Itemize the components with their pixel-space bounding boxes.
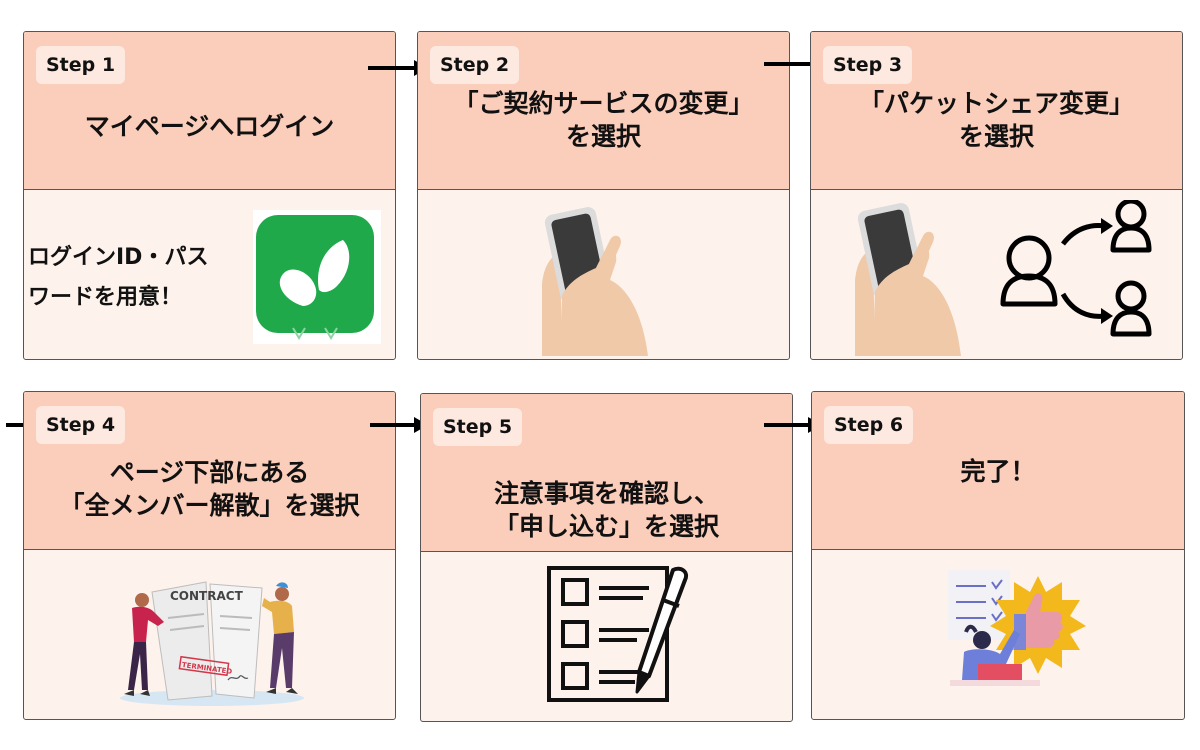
hand-phone-icon [542,207,648,356]
step-6-card: Step 6 完了！ [811,391,1185,720]
step-2-card: Step 2 「ご契約サービスの変更」 を選択 [417,31,790,360]
step-4-title: ページ下部にある 「全メンバー解散」を選択 [24,456,395,522]
step-6-header: Step 6 完了！ [812,392,1184,550]
step-1-note: ログインID・パス ワードを用意！ [28,238,208,318]
step-2-title-line-1: 「ご契約サービスの変更」 [453,89,754,118]
step-6-badge: Step 6 [824,406,914,444]
step-1-header: Step 1 マイページへログイン [24,32,395,190]
step-1-badge: Step 1 [36,46,126,84]
thumbs-up-success-icon [948,570,1086,686]
step-1-title-line-1: マイページへログイン [84,112,335,141]
step-2-badge: Step 2 [430,46,520,84]
step-5-badge: Step 5 [433,408,523,446]
step-1-note-line-2: ワードを用意！ [28,285,183,310]
step-3-title-line-1: 「パケットシェア変更」 [858,89,1134,118]
step-2-title: 「ご契約サービスの変更」 を選択 [418,87,789,153]
step-5-card: Step 5 注意事項を確認し、 「申し込む」を選択 [420,393,793,722]
step-3-title-line-2: を選択 [958,122,1034,151]
step-1-card: Step 1 マイページへログイン ログインID・パス ワードを用意！ [23,31,396,360]
step-5-title-line-1: 注意事項を確認し、 [493,479,719,508]
step-5-title-line-2: 「申し込む」を選択 [493,512,719,541]
contract-header-text: CONTRACT [170,589,244,603]
step-4-card: Step 4 ページ下部にある 「全メンバー解散」を選択 CONTRACT TE… [23,391,396,720]
hand-phone-share-icon [855,200,1152,356]
step-3-card: Step 3 「パケットシェア変更」 を選択 [810,31,1183,360]
step-6-title: 完了！ [812,455,1184,488]
step-1-note-line-1: ログインID・パス [28,245,209,270]
step-6-title-line-1: 完了！ [960,457,1036,486]
step-3-header: Step 3 「パケットシェア変更」 を選択 [811,32,1182,190]
step-2-title-line-2: を選択 [565,122,641,151]
step-4-header: Step 4 ページ下部にある 「全メンバー解散」を選択 [24,392,395,550]
step-4-title-line-1: ページ下部にある [109,458,310,487]
step-5-title: 注意事項を確認し、 「申し込む」を選択 [421,477,792,543]
step-5-header: Step 5 注意事項を確認し、 「申し込む」を選択 [421,394,792,552]
step-2-header: Step 2 「ご契約サービスの変更」 を選択 [418,32,789,190]
checklist-pen-icon [547,566,688,702]
contract-torn-icon: CONTRACT TERMINATED [120,581,304,706]
step-1-title: マイページへログイン [24,110,395,143]
step-3-badge: Step 3 [823,46,913,84]
step-4-badge: Step 4 [36,406,126,444]
app-icon [253,210,381,344]
step-3-title: 「パケットシェア変更」 を選択 [811,87,1182,153]
step-4-title-line-2: 「全メンバー解散」を選択 [59,491,360,520]
